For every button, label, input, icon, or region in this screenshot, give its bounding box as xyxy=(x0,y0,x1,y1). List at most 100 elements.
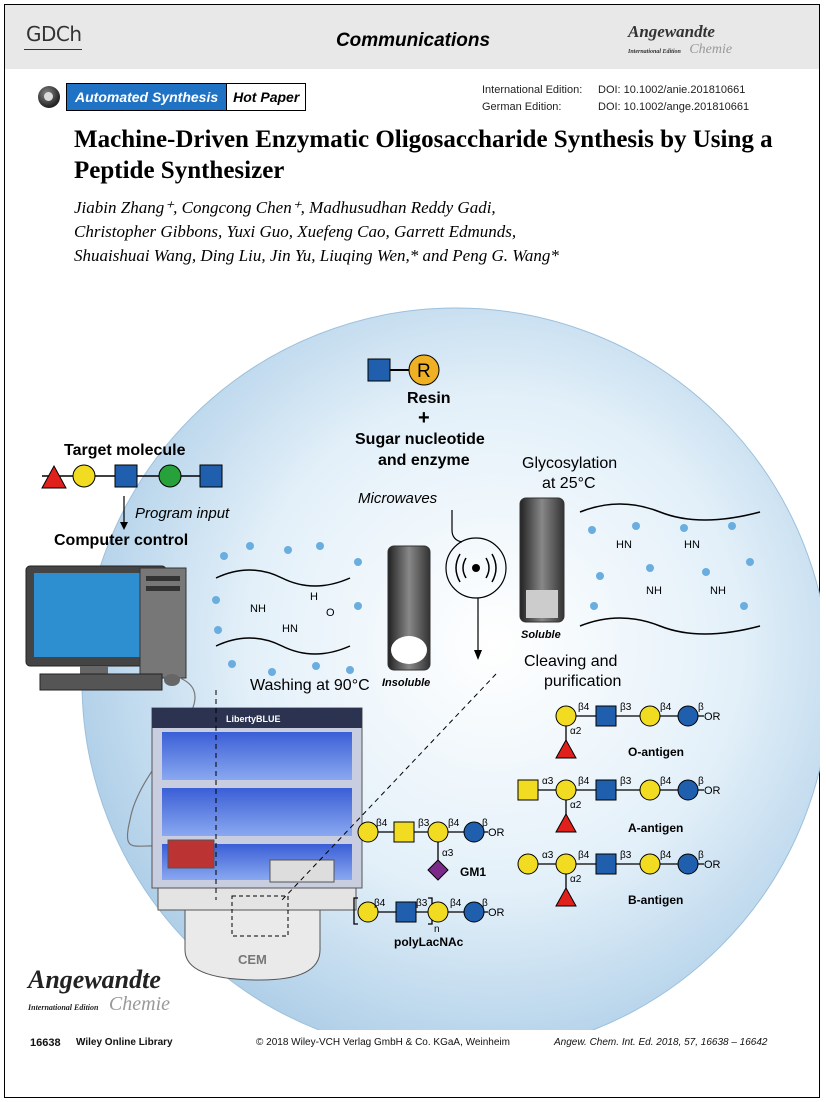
citation: Angew. Chem. Int. Ed. 2018, 57, 16638 – … xyxy=(554,1037,768,1048)
zoom-box xyxy=(231,895,289,937)
bottom-logo-name: Angewandte xyxy=(28,965,161,994)
gdch-underline xyxy=(24,49,82,50)
synthesizer-base-label: CEM xyxy=(238,952,267,967)
a-b4-1: β4 xyxy=(578,776,590,787)
article-authors: Jiabin Zhang⁺, Congcong Chen⁺, Madhusudh… xyxy=(74,196,794,268)
insoluble-nh-label: NH xyxy=(250,603,266,615)
plus-sign: + xyxy=(418,407,430,429)
authors-line-2: Christopher Gibbons, Yuxi Guo, Xuefeng C… xyxy=(74,222,517,241)
poly-b3: β3 xyxy=(416,898,428,909)
authors-line-3: Shuaishuai Wang, Ding Liu, Jin Yu, Liuqi… xyxy=(74,246,559,265)
sugar-nucleotide-label: Sugar nucleotide xyxy=(355,431,485,448)
a-a2: α2 xyxy=(570,800,582,811)
soluble-nh-label-2: NH xyxy=(710,585,726,597)
doi-labels: International Edition: German Edition: xyxy=(482,82,582,116)
gm1-label: GM1 xyxy=(460,865,486,879)
cleaving-label: Cleaving and xyxy=(524,653,617,670)
insoluble-label: Insoluble xyxy=(382,677,430,689)
insoluble-chemistry xyxy=(212,542,362,676)
bottom-logo-edition: International Edition xyxy=(28,1003,99,1012)
authors-line-1: Jiabin Zhang⁺, Congcong Chen⁺, Madhusudh… xyxy=(74,198,496,217)
poly-b4-2: β4 xyxy=(450,898,462,909)
a-antigen-glycan xyxy=(517,779,704,833)
fucose-triangle-icon xyxy=(41,464,67,489)
gm1-or: OR xyxy=(488,827,505,839)
control-cable xyxy=(126,677,196,849)
target-molecule-label: Target molecule xyxy=(64,442,186,459)
b-antigen-glycan xyxy=(517,853,704,907)
b-or: OR xyxy=(704,859,721,871)
wiley-online-library-link[interactable]: Wiley Online Library xyxy=(76,1037,173,1048)
o-b4-1: β4 xyxy=(578,702,590,713)
o-b4-2: β4 xyxy=(660,702,672,713)
gm1-b3: β3 xyxy=(418,818,430,829)
journal-logo-top[interactable]: Angewandte International Edition Chemie xyxy=(628,22,732,58)
soluble-label: Soluble xyxy=(521,629,561,641)
gm1-b: β xyxy=(482,818,488,829)
copyright: © 2018 Wiley-VCH Verlag GmbH & Co. KGaA,… xyxy=(256,1037,510,1048)
o-b3: β3 xyxy=(620,702,632,713)
page-number: 16638 xyxy=(30,1037,61,1049)
tag-hot-paper[interactable]: Hot Paper xyxy=(227,83,307,111)
b-a3: α3 xyxy=(542,850,554,861)
resin-letter: R xyxy=(417,361,431,382)
b-b3: β3 xyxy=(620,850,632,861)
tag-automated-synthesis[interactable]: Automated Synthesis xyxy=(66,83,228,111)
gdch-logo[interactable]: GDCh xyxy=(26,22,82,46)
synthesizer-brand: LibertyBLUE xyxy=(226,714,281,724)
glcnac-square-icon-2 xyxy=(199,464,223,488)
soluble-vial xyxy=(519,497,565,623)
insoluble-vial xyxy=(387,545,431,671)
journal-logo-bottom[interactable]: Angewandte International Edition Chemie xyxy=(28,967,170,1016)
o-antigen-glycan xyxy=(555,705,704,759)
article-tags: Automated Synthesis Hot Paper xyxy=(38,83,307,111)
journal-logo-edition: International Edition xyxy=(628,49,681,55)
soluble-chemistry xyxy=(579,503,761,635)
program-arrow-head xyxy=(120,522,128,530)
o-antigen-label: O-antigen xyxy=(628,745,684,759)
soluble-hn-label-1: HN xyxy=(616,539,632,551)
soluble-hn-label-2: HN xyxy=(684,539,700,551)
microwaves-label: Microwaves xyxy=(358,490,438,507)
o-a2: α2 xyxy=(570,726,582,737)
and-enzyme-label: and enzyme xyxy=(378,452,470,469)
cleave-arrow-head xyxy=(474,650,482,660)
b-a2: α2 xyxy=(570,874,582,885)
b-antigen-label: B-antigen xyxy=(628,893,683,907)
mannose-circle-icon xyxy=(158,464,182,488)
washing-label: Washing at 90°C xyxy=(250,677,370,694)
toc-graphic: Target molecule Program input Computer c… xyxy=(25,307,820,1030)
a-a3: α3 xyxy=(542,776,554,787)
doi-german-label: German Edition: xyxy=(482,101,562,113)
bottom-logo-sub: Chemie xyxy=(108,993,171,1015)
section-title: Communications xyxy=(335,30,491,51)
poly-b4-1: β4 xyxy=(374,898,386,909)
o-or: OR xyxy=(704,711,721,723)
doi-intl-link[interactable]: DOI: 10.1002/anie.201810661 xyxy=(598,84,746,96)
polylacnac-label: polyLacNAc xyxy=(394,935,464,949)
microwave-source-icon xyxy=(472,564,480,572)
article-title: Machine-Driven Enzymatic Oligosaccharide… xyxy=(74,126,773,184)
glycosylation-label: Glycosylation xyxy=(522,455,617,472)
doi-values: DOI: 10.1002/anie.201810661 DOI: 10.1002… xyxy=(598,82,749,116)
journal-logo-name: Angewandte xyxy=(628,22,715,41)
page-frame xyxy=(4,4,820,1098)
a-b: β xyxy=(698,776,704,787)
resin-glcnac-square xyxy=(367,358,391,382)
purification-label: purification xyxy=(544,673,621,690)
b-b4-1: β4 xyxy=(578,850,590,861)
gm1-glycan xyxy=(357,821,488,881)
a-or: OR xyxy=(704,785,721,797)
hot-paper-icon xyxy=(38,86,60,108)
polylacnac-glycan xyxy=(353,897,488,925)
doi-intl-label: International Edition: xyxy=(482,84,583,96)
gm1-b4-2: β4 xyxy=(448,818,460,829)
a-antigen-label: A-antigen xyxy=(628,821,683,835)
a-b3: β3 xyxy=(620,776,632,787)
doi-german-link[interactable]: DOI: 10.1002/ange.201810661 xyxy=(598,101,750,113)
program-input-label: Program input xyxy=(135,505,230,522)
peptide-synthesizer xyxy=(151,707,363,981)
computer-control-label: Computer control xyxy=(54,532,188,549)
insoluble-h-label: H xyxy=(310,591,318,603)
insoluble-o-label: O xyxy=(326,607,335,619)
